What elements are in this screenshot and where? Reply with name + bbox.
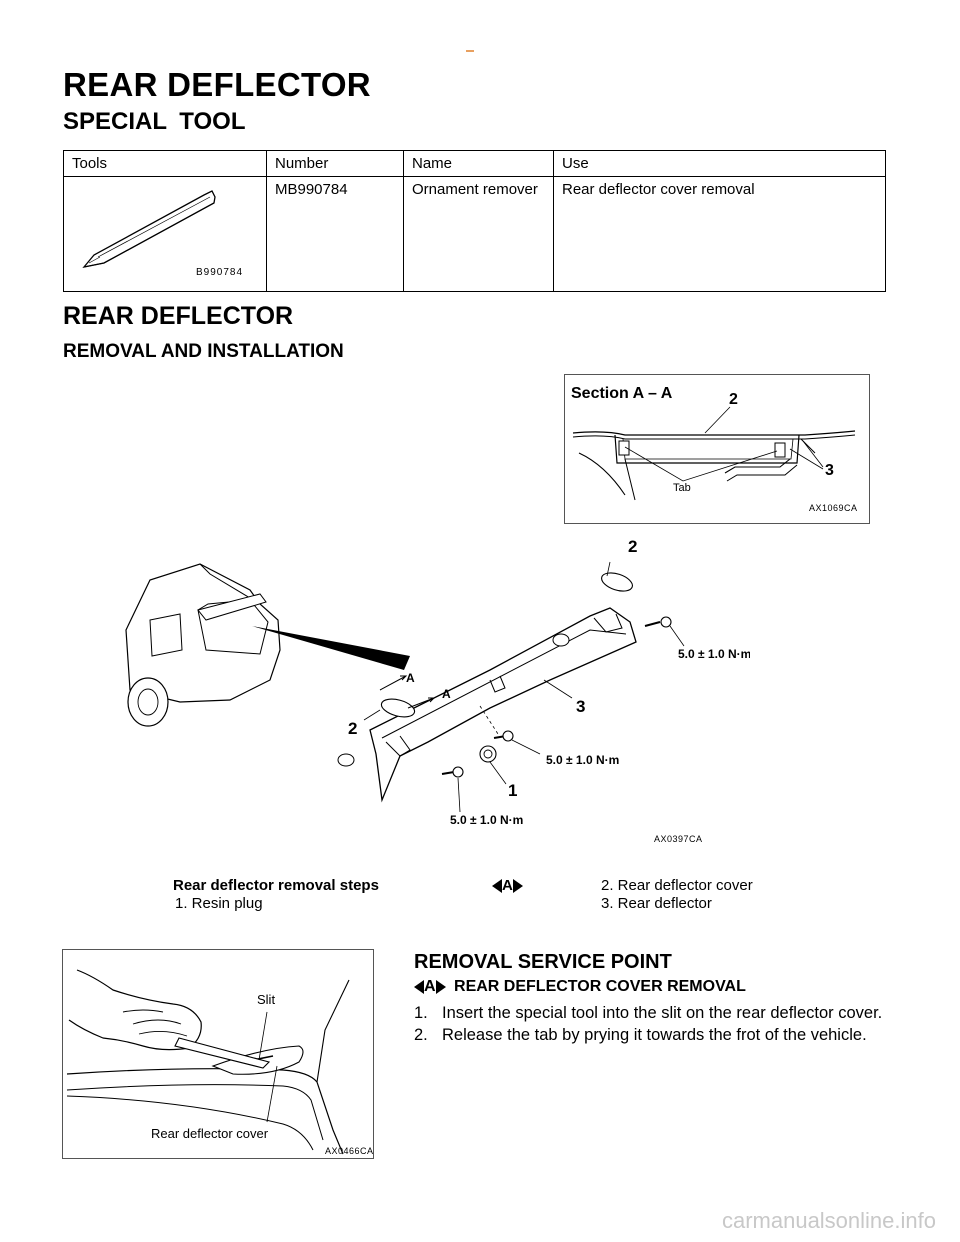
- slit-label: Slit: [257, 992, 275, 1007]
- triangle-left-icon: [414, 979, 424, 994]
- col-header-use: Use: [553, 150, 886, 177]
- callout-1: 1: [508, 781, 517, 800]
- tool-use: Rear deflector cover removal: [553, 176, 886, 292]
- torque-spec-middle: 5.0 ± 1.0 N·m: [546, 753, 619, 767]
- tool-name: Ornament remover: [403, 176, 554, 292]
- step-text: Insert the special tool into the slit on…: [442, 1004, 883, 1022]
- removal-steps-right: 2. Rear deflector cover 3. Rear deflecto…: [601, 877, 753, 913]
- service-point-title: REMOVAL SERVICE POINT: [414, 951, 672, 973]
- page-title: REAR DEFLECTOR: [63, 66, 371, 103]
- service-point-subheading: REAR DEFLECTOR COVER REMOVAL: [454, 978, 746, 995]
- tab-label: Tab: [673, 482, 691, 494]
- removal-step-3: 3. Rear deflector: [601, 895, 712, 912]
- cover-label: Rear deflector cover: [151, 1126, 269, 1141]
- triangle-left-icon: [492, 879, 502, 894]
- tool-image-cell: B990784: [63, 176, 267, 292]
- callout-2-left: 2: [348, 719, 357, 738]
- callout-2-section: 2: [729, 391, 738, 408]
- torque-spec-right: 5.0 ± 1.0 N·m: [678, 647, 750, 661]
- torque-spec-bottom: 5.0 ± 1.0 N·m: [450, 813, 523, 827]
- step-text: Release the tab by prying it towards the…: [442, 1026, 867, 1044]
- section-mark-a-1: A: [406, 671, 415, 685]
- tool-code-label: B990784: [196, 267, 243, 278]
- table-row: B990784 MB990784 Ornament remover Rear d…: [63, 176, 886, 292]
- special-tool-heading: SPECIAL TOOL: [63, 108, 246, 135]
- section-a-a-figure: Section A – A 2 3 Tab AX1069CA: [564, 374, 870, 524]
- service-figure-code: AX0466CA: [325, 1146, 373, 1156]
- section-figure-code: AX1069CA: [809, 503, 858, 513]
- list-item: 2. Release the tab by prying it towards t…: [414, 1025, 889, 1045]
- list-item: 1. Insert the special tool into the slit …: [414, 1003, 889, 1023]
- special-tool-table: Tools Number Name Use B990784 MB990784 O…: [63, 150, 886, 292]
- main-figure-code: AX0397CA: [654, 834, 703, 844]
- removal-step-marker: A: [492, 877, 523, 894]
- header-dash: [466, 50, 474, 52]
- tool-number: MB990784: [266, 176, 404, 292]
- step-number: 1.: [414, 1004, 428, 1022]
- watermark: carmanualsonline.info: [721, 1208, 936, 1233]
- service-marker-letter: A: [424, 978, 436, 995]
- marker-letter: A: [502, 877, 513, 894]
- service-figure: Slit Rear deflector cover AX0466CA: [62, 949, 374, 1159]
- callout-3-section: 3: [825, 462, 834, 479]
- col-header-number: Number: [266, 150, 404, 177]
- removal-step-1: 1. Resin plug: [175, 895, 263, 912]
- section-subtitle: REMOVAL AND INSTALLATION: [63, 341, 344, 362]
- triangle-right-icon: [512, 879, 523, 894]
- service-point-subheading-row: A REAR DEFLECTOR COVER REMOVAL: [414, 978, 746, 996]
- step-number: 2.: [414, 1026, 428, 1044]
- section-mark-a-2: A: [442, 687, 451, 701]
- service-steps-list: 1. Insert the special tool into the slit …: [414, 1003, 889, 1047]
- callout-3: 3: [576, 697, 585, 716]
- callout-2-top: 2: [628, 537, 637, 556]
- table-header-row: Tools Number Name Use: [63, 150, 886, 177]
- section-title: REAR DEFLECTOR: [63, 302, 294, 330]
- col-header-tools: Tools: [63, 150, 267, 177]
- ornament-remover-illustration: B990784: [82, 190, 243, 278]
- removal-steps-heading: Rear deflector removal steps: [173, 877, 379, 894]
- col-header-name: Name: [403, 150, 554, 177]
- section-figure-title: Section A – A: [571, 385, 673, 402]
- removal-steps-left: Rear deflector removal steps 1. Resin pl…: [173, 877, 379, 913]
- triangle-right-icon: [435, 979, 446, 994]
- exploded-view-figure: 2 2 3 1 A A 5.0 ± 1.0 N·m 5.0 ± 1.0 N·m …: [110, 530, 751, 850]
- removal-step-2: 2. Rear deflector cover: [601, 877, 753, 894]
